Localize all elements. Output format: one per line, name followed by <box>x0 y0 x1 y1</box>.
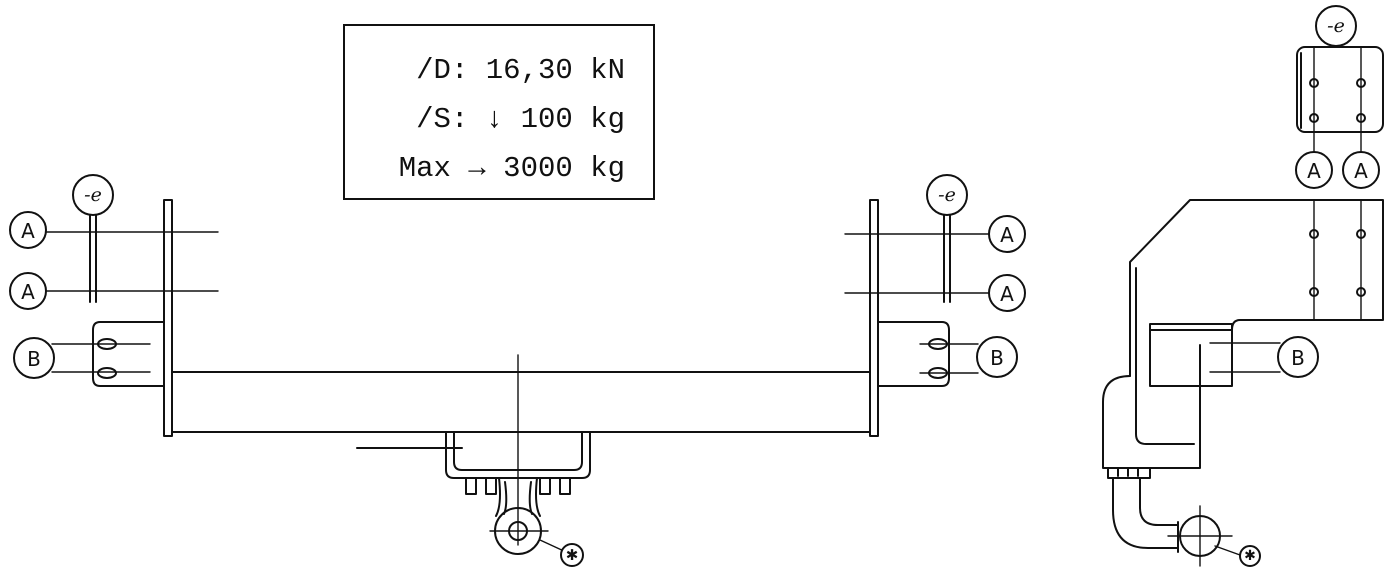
callout-b-label: B <box>990 346 1004 370</box>
callout-e-right: -e <box>926 174 968 216</box>
side-main-arm <box>1129 199 1384 377</box>
front-leaders <box>45 231 991 374</box>
callout-b-label: B <box>1291 346 1305 370</box>
callout-a-left-lower: A <box>9 272 47 310</box>
callout-e-label: -e <box>84 184 102 206</box>
callout-e-side: -e <box>1315 5 1357 47</box>
callout-star-front: ✱ <box>560 543 584 567</box>
left-bracket <box>92 321 165 387</box>
left-mount-plate <box>163 199 173 437</box>
callout-b-label: B <box>27 347 41 371</box>
side-view <box>1102 46 1384 567</box>
side-clamp-block <box>1149 323 1233 387</box>
callout-b-right: B <box>976 336 1018 378</box>
callout-a-side-left: A <box>1295 151 1333 189</box>
callout-e-label: -e <box>1327 15 1345 37</box>
callout-a-right-lower: A <box>988 274 1026 312</box>
callout-a-label: A <box>1000 223 1014 247</box>
side-swan-neck <box>1112 477 1179 549</box>
spec-max-value: Max → 3000 kg <box>398 152 625 185</box>
front-view <box>89 199 951 555</box>
callout-e-label: -e <box>938 184 956 206</box>
side-lower-body <box>1102 344 1201 469</box>
asterisk-icon: ✱ <box>1244 548 1256 564</box>
left-slot-lower <box>97 367 117 379</box>
callout-b-side: B <box>1277 336 1319 378</box>
callout-a-label: A <box>1000 282 1014 306</box>
callout-a-left-upper: A <box>9 211 47 249</box>
callout-a-label: A <box>21 219 35 243</box>
callout-e-left: -e <box>72 174 114 216</box>
callout-a-right-upper: A <box>988 215 1026 253</box>
callout-a-label: A <box>1307 159 1321 183</box>
callout-a-label: A <box>1354 159 1368 183</box>
callout-b-left: B <box>13 337 55 379</box>
asterisk-icon: ✱ <box>566 546 579 564</box>
callout-star-side: ✱ <box>1239 545 1261 567</box>
right-bracket <box>877 321 950 387</box>
spec-d-value: /D: 16,30 kN <box>416 54 625 87</box>
side-top-plate <box>1296 46 1384 133</box>
side-leaders <box>1209 342 1281 373</box>
callout-a-label: A <box>21 280 35 304</box>
hitch-mount <box>445 431 591 479</box>
callout-a-side-right: A <box>1342 151 1380 189</box>
spec-box: /D: 16,30 kN /S: ↓ 100 kg Max → 3000 kg <box>343 24 655 200</box>
right-mount-plate <box>869 199 879 437</box>
spec-s-value: /S: ↓ 100 kg <box>416 103 625 136</box>
